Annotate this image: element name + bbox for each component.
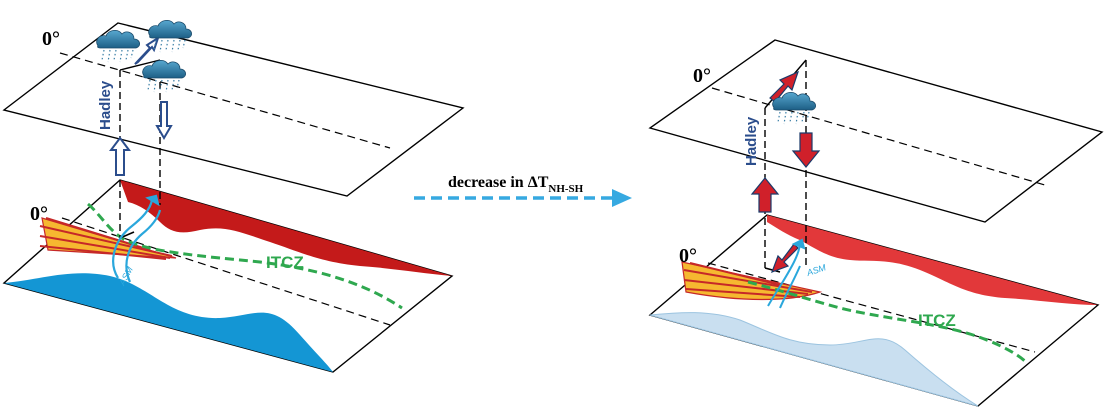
asm-curved-arrow-icon	[112, 194, 162, 283]
right-nh-warm-region	[767, 215, 1098, 305]
left-nh-warm-region	[120, 180, 452, 276]
right-upper-plane	[648, 39, 1104, 223]
left-upper-equator-line	[59, 52, 391, 149]
right-sh-cool-region	[649, 312, 979, 407]
right-lower-equator-label: 0°	[679, 245, 697, 267]
right-monsoon-lines	[683, 262, 813, 298]
hadley-down-arrow-icon	[155, 101, 173, 140]
transition-arrow: decrease in ΔTNH-SH	[414, 174, 632, 207]
left-sh-cool-region	[4, 273, 333, 372]
hadley-down-arrow-icon	[791, 132, 821, 168]
left-hadley-label: Hadley	[97, 80, 114, 130]
right-lower-equator-line	[707, 262, 1036, 353]
left-upper-equator-label: 0°	[42, 28, 60, 50]
asm-curved-arrow-icon	[767, 238, 806, 309]
transition-label: decrease in ΔTNH-SH	[448, 174, 584, 195]
hadley-up-arrow-icon	[109, 136, 131, 176]
hadley-surface-arrow-icon	[770, 243, 799, 274]
right-panel: ITCZ Hadley ASM 0° 0°	[648, 39, 1104, 407]
right-upper-equator-label: 0°	[693, 65, 711, 87]
left-lower-equator-label: 0°	[30, 203, 48, 225]
right-hadley-label: Hadley	[743, 116, 760, 166]
left-upper-plane	[2, 22, 465, 197]
left-itcz-label: ITCZ	[266, 253, 304, 272]
hadley-up-arrow-icon	[750, 177, 780, 213]
right-itcz-line	[747, 280, 1028, 364]
left-itcz-line	[87, 202, 403, 310]
hadley-top-arrow-icon	[134, 35, 160, 65]
right-itcz-label: ITCZ	[918, 311, 956, 330]
left-panel: ITCZ Hadley ASM 0° 0°	[2, 19, 465, 373]
